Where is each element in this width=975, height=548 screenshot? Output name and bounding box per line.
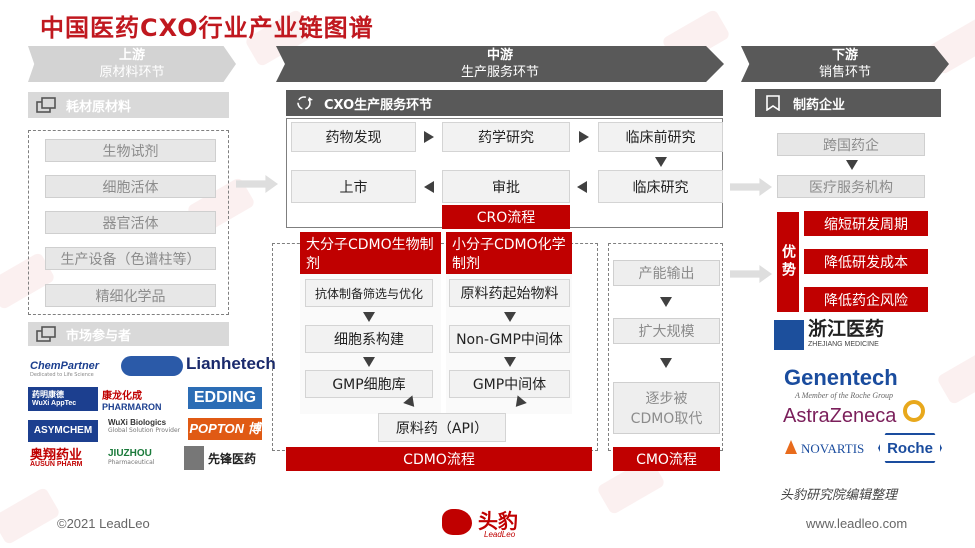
sinotech-logo xyxy=(121,356,183,376)
xianfeng-mark xyxy=(184,446,204,470)
novartis-mark xyxy=(785,440,797,454)
bookmark-icon xyxy=(763,95,785,112)
stage-upstream: 上游 原材料环节 xyxy=(28,46,236,82)
arrow-right-icon xyxy=(579,131,589,143)
cmo-label: CMO流程 xyxy=(613,447,720,471)
astrazeneca-logo: AstraZeneca xyxy=(783,405,897,427)
flow-arrow-right xyxy=(730,265,772,283)
cro-step: 临床研究 xyxy=(598,170,723,203)
roche-logo: Roche xyxy=(878,433,942,463)
arrow-down-icon xyxy=(363,312,375,322)
stage-downstream-sub: 销售环节 xyxy=(818,65,871,80)
small-molecule-title: 小分子CDMO化学制剂 xyxy=(446,232,572,274)
stage-midstream-sub: 生产服务环节 xyxy=(460,65,539,80)
advantage-item: 降低药企风险 xyxy=(804,287,928,312)
zhejiang-medicine-mark xyxy=(774,320,804,350)
arrow-left-icon xyxy=(424,181,434,193)
downstream-item: 跨国药企 xyxy=(777,133,925,156)
arrow-down-icon xyxy=(655,157,667,167)
astrazeneca-mark xyxy=(903,400,925,422)
advantage-label: 优势 xyxy=(777,212,799,312)
participants-header-label: 市场参与者 xyxy=(66,328,132,344)
arrow-left-icon xyxy=(577,181,587,193)
source-note: 头豹研究院编辑整理 xyxy=(780,488,898,503)
material-item: 生物试剂 xyxy=(45,139,216,162)
genentech-logo: Genentech xyxy=(784,365,898,390)
lianhetech-logo: Lianhetech xyxy=(186,354,276,373)
genentech-tagline: A Member of the Roche Group xyxy=(795,391,893,400)
zhejiang-medicine-en: ZHEJIANG MEDICINE xyxy=(808,341,879,348)
zhejiang-medicine-logo: 浙江医药 xyxy=(808,319,885,340)
advantage-item: 缩短研发周期 xyxy=(804,211,928,236)
pharma-header-label: 制药企业 xyxy=(793,97,846,113)
materials-header: 耗材原材料 xyxy=(28,92,229,118)
stage-midstream-name: 中游 xyxy=(486,48,513,63)
asymchem-logo: ASYMCHEM xyxy=(28,420,98,442)
chempartner-logo: ChemPartner Dedicated to Life Science xyxy=(30,360,100,378)
material-item: 器官活体 xyxy=(45,211,216,234)
jiuzhou-logo: JIUZHOU Pharmaceutical xyxy=(108,448,155,466)
popton-logo: POPTON 博腾 xyxy=(188,418,262,458)
cro-step: 审批 xyxy=(442,170,570,203)
pharma-header: 制药企业 xyxy=(755,89,941,117)
stage-upstream-name: 上游 xyxy=(118,48,145,63)
cdmo-small-step: Non-GMP中间体 xyxy=(449,325,570,353)
flow-arrow-right xyxy=(730,178,772,196)
arrow-down-icon xyxy=(846,160,858,170)
xianfeng-logo: 先锋医药 xyxy=(208,452,257,466)
participant-logos: ChemPartner Dedicated to Life Science Li… xyxy=(28,354,276,472)
material-item: 细胞活体 xyxy=(45,175,216,198)
copyright: ©2021 LeadLeo xyxy=(57,516,150,531)
arrow-down-icon xyxy=(660,358,672,368)
material-item: 生产设备（色谱柱等） xyxy=(45,247,216,270)
cro-step: 药学研究 xyxy=(442,122,570,152)
arrow-down-icon xyxy=(363,357,375,367)
stage-downstream-name: 下游 xyxy=(831,48,858,63)
cro-label: CRO流程 xyxy=(442,205,570,229)
cro-step: 上市 xyxy=(291,170,416,203)
cdmo-label: CDMO流程 xyxy=(286,447,592,471)
wuxi-biologics-logo: WuXi Biologics Global Solution Provider xyxy=(108,418,181,434)
api-box: 原料药（API） xyxy=(378,413,506,442)
stage-upstream-sub: 原材料环节 xyxy=(99,65,165,80)
material-item: 精细化学品 xyxy=(45,284,216,307)
stage-downstream: 下游 销售环节 xyxy=(741,46,949,82)
leopard-icon xyxy=(442,509,472,535)
novartis-logo: NOVARTIS xyxy=(801,441,865,456)
pharmaron-logo: 康龙化成 PHARMARON xyxy=(102,391,162,412)
cmo-step: 逐步被CDMO取代 xyxy=(613,382,720,434)
arrow-down-icon xyxy=(660,297,672,307)
wuxi-apptec-logo: 药明康德 WuXi AppTec xyxy=(28,387,98,411)
cmo-step: 产能输出 xyxy=(613,260,720,286)
cdmo-large-step: 细胞系构建 xyxy=(305,325,433,353)
cxo-header-label: CXO生产服务环节 xyxy=(324,97,433,113)
cdmo-large-step: 抗体制备筛选与优化 xyxy=(305,279,433,307)
page-title: 中国医药CXO行业产业链图谱 xyxy=(40,14,374,42)
copy-icon xyxy=(36,326,58,342)
stage-midstream: 中游 生产服务环节 xyxy=(276,46,724,82)
downstream-item: 医疗服务机构 xyxy=(777,175,925,198)
cycle-icon xyxy=(294,95,316,111)
cro-step: 临床前研究 xyxy=(598,122,723,152)
advantage-item: 降低研发成本 xyxy=(804,249,928,274)
cmo-step: 扩大规模 xyxy=(613,318,720,344)
materials-header-label: 耗材原材料 xyxy=(66,99,132,115)
website-url: www.leadleo.com xyxy=(806,516,908,531)
arrow-down-icon xyxy=(504,312,516,322)
large-molecule-title: 大分子CDMO生物制剂 xyxy=(300,232,441,274)
materials-box xyxy=(28,130,229,315)
participants-header: 市场参与者 xyxy=(28,322,229,346)
arrow-down-icon xyxy=(504,357,516,367)
brand-logo: 头豹 LeadLeo xyxy=(438,503,548,543)
cdmo-small-step: 原料药起始物料 xyxy=(449,279,570,307)
cro-step: 药物发现 xyxy=(291,122,416,152)
cdmo-small-step: GMP中间体 xyxy=(449,370,570,398)
copy-icon xyxy=(36,97,58,113)
cdmo-large-step: GMP细胞库 xyxy=(305,370,433,398)
arrow-right-icon xyxy=(424,131,434,143)
edding-logo: EDDING xyxy=(188,387,262,409)
ausun-logo: 奥翔药业 AUSUN PHARM xyxy=(30,447,83,468)
cxo-header: CXO生产服务环节 xyxy=(286,90,723,116)
